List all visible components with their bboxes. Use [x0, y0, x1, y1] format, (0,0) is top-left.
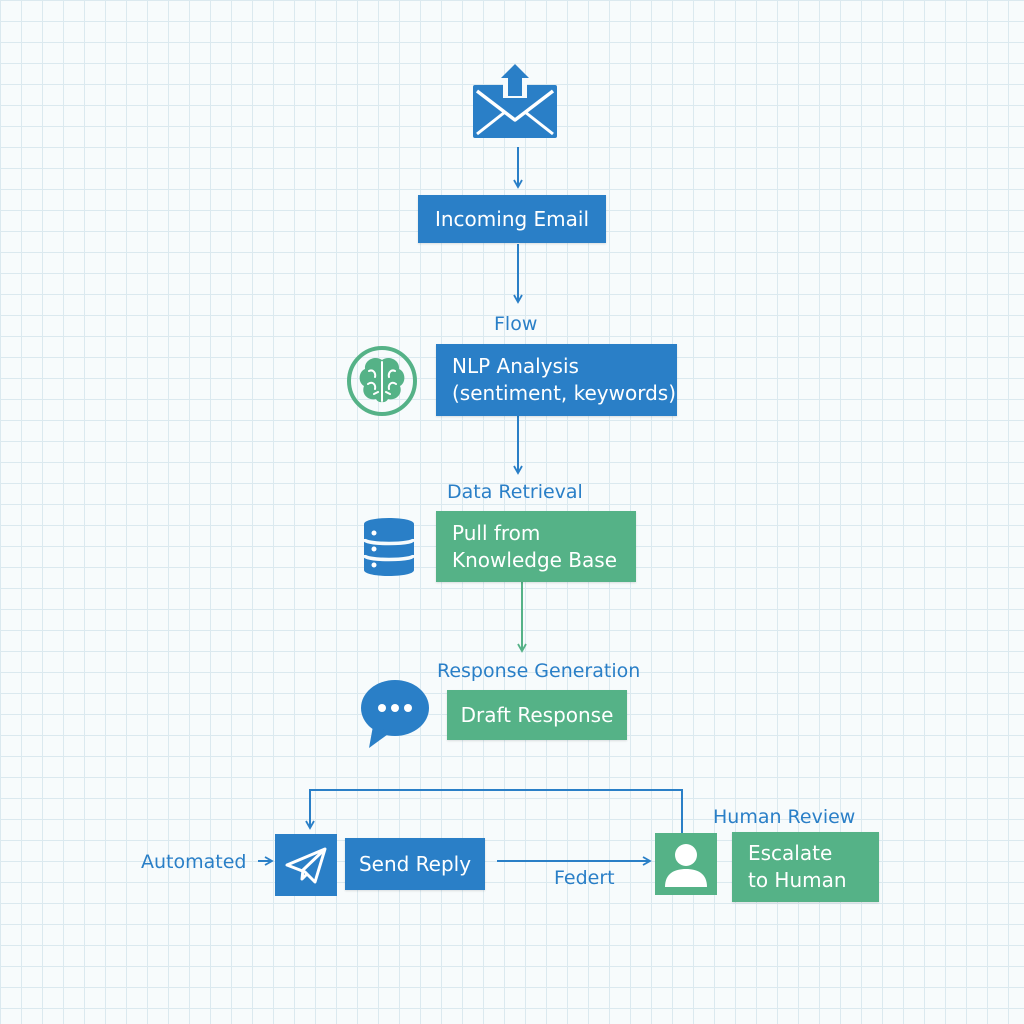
database-icon	[362, 518, 416, 576]
pull-knowledge-base-box: Pull from Knowledge Base	[436, 511, 636, 582]
pull-from-label: Pull from	[452, 520, 541, 545]
envelope-upload-icon	[473, 64, 557, 138]
human-review-label: Human Review	[713, 806, 856, 828]
escalate-to-human-box: Escalate to Human	[732, 832, 879, 902]
escalate-label: Escalate	[748, 841, 833, 865]
draft-response-label: Draft Response	[460, 702, 614, 727]
nlp-analysis-box: NLP Analysis (sentiment, keywords)	[436, 344, 677, 416]
brain-icon	[347, 346, 417, 416]
response-generation-label: Response Generation	[437, 660, 641, 682]
data-retrieval-label: Data Retrieval	[447, 481, 583, 503]
nlp-analysis-title: NLP Analysis	[452, 354, 579, 378]
to-human-label: to Human	[748, 868, 847, 892]
incoming-email-box: Incoming Email	[418, 195, 606, 243]
chat-bubble-icon	[361, 680, 429, 748]
flow-label: Flow	[494, 313, 538, 335]
draft-response-box: Draft Response	[447, 690, 627, 740]
knowledge-base-label: Knowledge Base	[452, 547, 617, 572]
user-icon	[655, 833, 717, 895]
automated-label: Automated	[141, 851, 247, 873]
send-reply-label: Send Reply	[358, 851, 472, 876]
paper-plane-icon	[275, 834, 337, 896]
feedback-loop-arrow	[305, 789, 683, 833]
federt-label: Federt	[554, 867, 615, 889]
nlp-analysis-detail: (sentiment, keywords)	[452, 381, 677, 405]
send-reply-box: Send Reply	[345, 838, 485, 890]
incoming-email-label: Incoming Email	[434, 206, 590, 231]
